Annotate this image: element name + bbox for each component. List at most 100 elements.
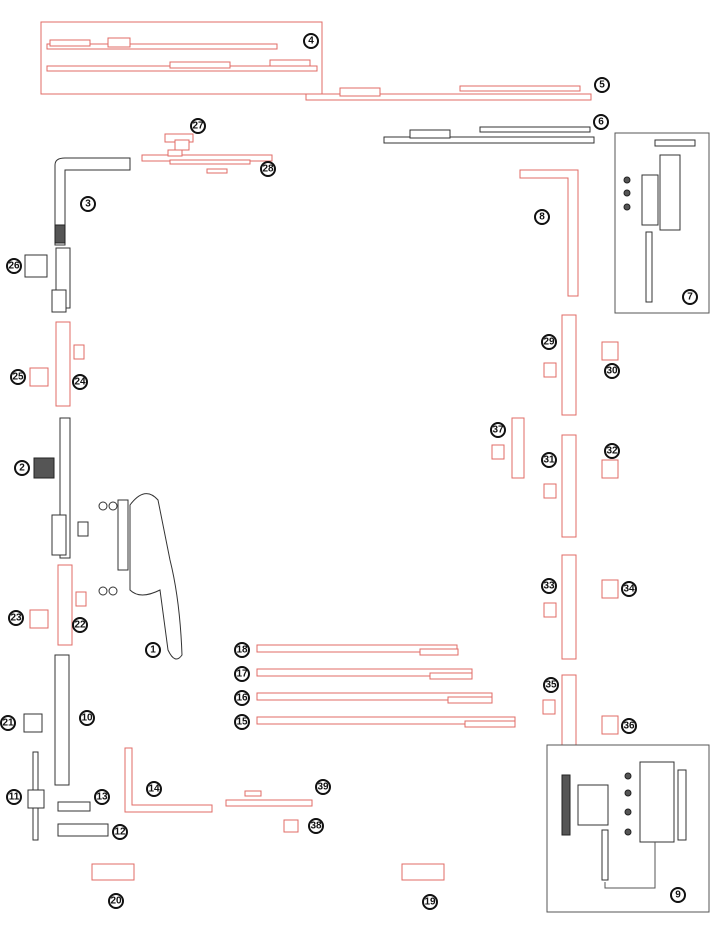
callout-4: 4 bbox=[303, 33, 319, 49]
part-15 bbox=[256, 716, 516, 728]
callout-1: 1 bbox=[145, 642, 161, 658]
callout-37: 37 bbox=[490, 422, 506, 438]
callout-27: 27 bbox=[190, 118, 206, 134]
svg-text:6: 6 bbox=[598, 117, 604, 128]
part-13 bbox=[57, 801, 91, 812]
svg-text:11: 11 bbox=[9, 792, 20, 803]
callout-30: 30 bbox=[604, 363, 620, 379]
callout-labels: 1 2 3 4 5 6 7 8 9 10 11 12 13 14 15 16 1… bbox=[0, 33, 698, 910]
svg-text:9: 9 bbox=[675, 890, 681, 901]
part-29 bbox=[543, 314, 577, 416]
callout-8: 8 bbox=[534, 209, 550, 225]
part-32 bbox=[601, 459, 619, 479]
callout-31: 31 bbox=[541, 452, 557, 468]
part-35 bbox=[542, 674, 577, 746]
callout-5: 5 bbox=[594, 77, 610, 93]
part-37 bbox=[491, 417, 525, 479]
svg-text:35: 35 bbox=[545, 680, 557, 691]
part-3 bbox=[54, 157, 131, 246]
svg-text:33: 33 bbox=[543, 581, 555, 592]
callout-13: 13 bbox=[94, 789, 110, 805]
callout-20: 20 bbox=[108, 893, 124, 909]
callout-17: 17 bbox=[234, 666, 250, 682]
svg-text:22: 22 bbox=[74, 620, 86, 631]
svg-text:34: 34 bbox=[623, 584, 635, 595]
callout-19: 19 bbox=[422, 894, 438, 910]
callout-36: 36 bbox=[621, 718, 637, 734]
svg-text:7: 7 bbox=[687, 292, 693, 303]
part-2 bbox=[33, 417, 89, 559]
svg-text:21: 21 bbox=[2, 718, 14, 729]
part-12 bbox=[57, 823, 109, 837]
svg-text:5: 5 bbox=[599, 80, 605, 91]
part-25 bbox=[29, 367, 49, 387]
callout-26: 26 bbox=[6, 258, 22, 274]
part-10 bbox=[54, 654, 70, 786]
svg-text:30: 30 bbox=[606, 366, 618, 377]
part-7 bbox=[623, 139, 696, 303]
svg-text:1: 1 bbox=[150, 645, 156, 656]
callout-21: 21 bbox=[0, 715, 16, 731]
svg-text:19: 19 bbox=[424, 897, 436, 908]
part-16 bbox=[256, 692, 493, 704]
svg-text:13: 13 bbox=[96, 792, 108, 803]
svg-text:15: 15 bbox=[236, 717, 248, 728]
callout-23: 23 bbox=[8, 610, 24, 626]
part-17 bbox=[256, 668, 473, 680]
callout-39: 39 bbox=[315, 779, 331, 795]
callout-28: 28 bbox=[260, 161, 276, 177]
callout-38: 38 bbox=[308, 818, 324, 834]
svg-text:4: 4 bbox=[308, 36, 314, 47]
part-33 bbox=[543, 554, 577, 660]
part-38 bbox=[283, 819, 299, 833]
part-28 bbox=[141, 149, 273, 174]
svg-text:25: 25 bbox=[12, 372, 24, 383]
part-8 bbox=[519, 169, 579, 297]
part-9 bbox=[561, 761, 687, 889]
svg-text:38: 38 bbox=[310, 821, 322, 832]
svg-text:29: 29 bbox=[543, 337, 555, 348]
svg-text:28: 28 bbox=[262, 164, 274, 175]
svg-text:24: 24 bbox=[74, 377, 86, 388]
callout-2: 2 bbox=[14, 460, 30, 476]
callout-9: 9 bbox=[670, 887, 686, 903]
part-4-group-box bbox=[40, 21, 323, 95]
part-21 bbox=[23, 713, 43, 733]
svg-text:23: 23 bbox=[10, 613, 22, 624]
svg-text:14: 14 bbox=[148, 784, 160, 795]
part-27 bbox=[164, 133, 194, 151]
svg-text:18: 18 bbox=[236, 645, 248, 656]
callout-18: 18 bbox=[234, 642, 250, 658]
svg-text:20: 20 bbox=[110, 896, 122, 907]
part-18 bbox=[256, 644, 459, 656]
callout-16: 16 bbox=[234, 690, 250, 706]
callout-6: 6 bbox=[593, 114, 609, 130]
part-1-handle bbox=[98, 493, 183, 660]
part-39 bbox=[225, 790, 313, 807]
callout-22: 22 bbox=[72, 617, 88, 633]
svg-text:39: 39 bbox=[317, 782, 329, 793]
svg-text:32: 32 bbox=[606, 446, 618, 457]
callout-25: 25 bbox=[10, 369, 26, 385]
part-30 bbox=[601, 341, 619, 361]
callout-35: 35 bbox=[543, 677, 559, 693]
svg-text:36: 36 bbox=[623, 721, 635, 732]
part-22 bbox=[57, 564, 87, 646]
callout-3: 3 bbox=[80, 196, 96, 212]
part-9-group-box bbox=[546, 744, 710, 913]
part-6 bbox=[383, 126, 595, 144]
part-11 bbox=[27, 751, 45, 841]
svg-text:2: 2 bbox=[19, 463, 25, 474]
part-5 bbox=[305, 85, 592, 101]
svg-text:3: 3 bbox=[85, 199, 91, 210]
svg-text:26: 26 bbox=[8, 261, 20, 272]
part-26 bbox=[24, 254, 48, 278]
callout-15: 15 bbox=[234, 714, 250, 730]
part-23 bbox=[29, 609, 49, 629]
callout-32: 32 bbox=[604, 443, 620, 459]
svg-text:27: 27 bbox=[192, 121, 204, 132]
callout-10: 10 bbox=[79, 710, 95, 726]
part-20 bbox=[91, 863, 135, 881]
svg-text:16: 16 bbox=[236, 693, 248, 704]
